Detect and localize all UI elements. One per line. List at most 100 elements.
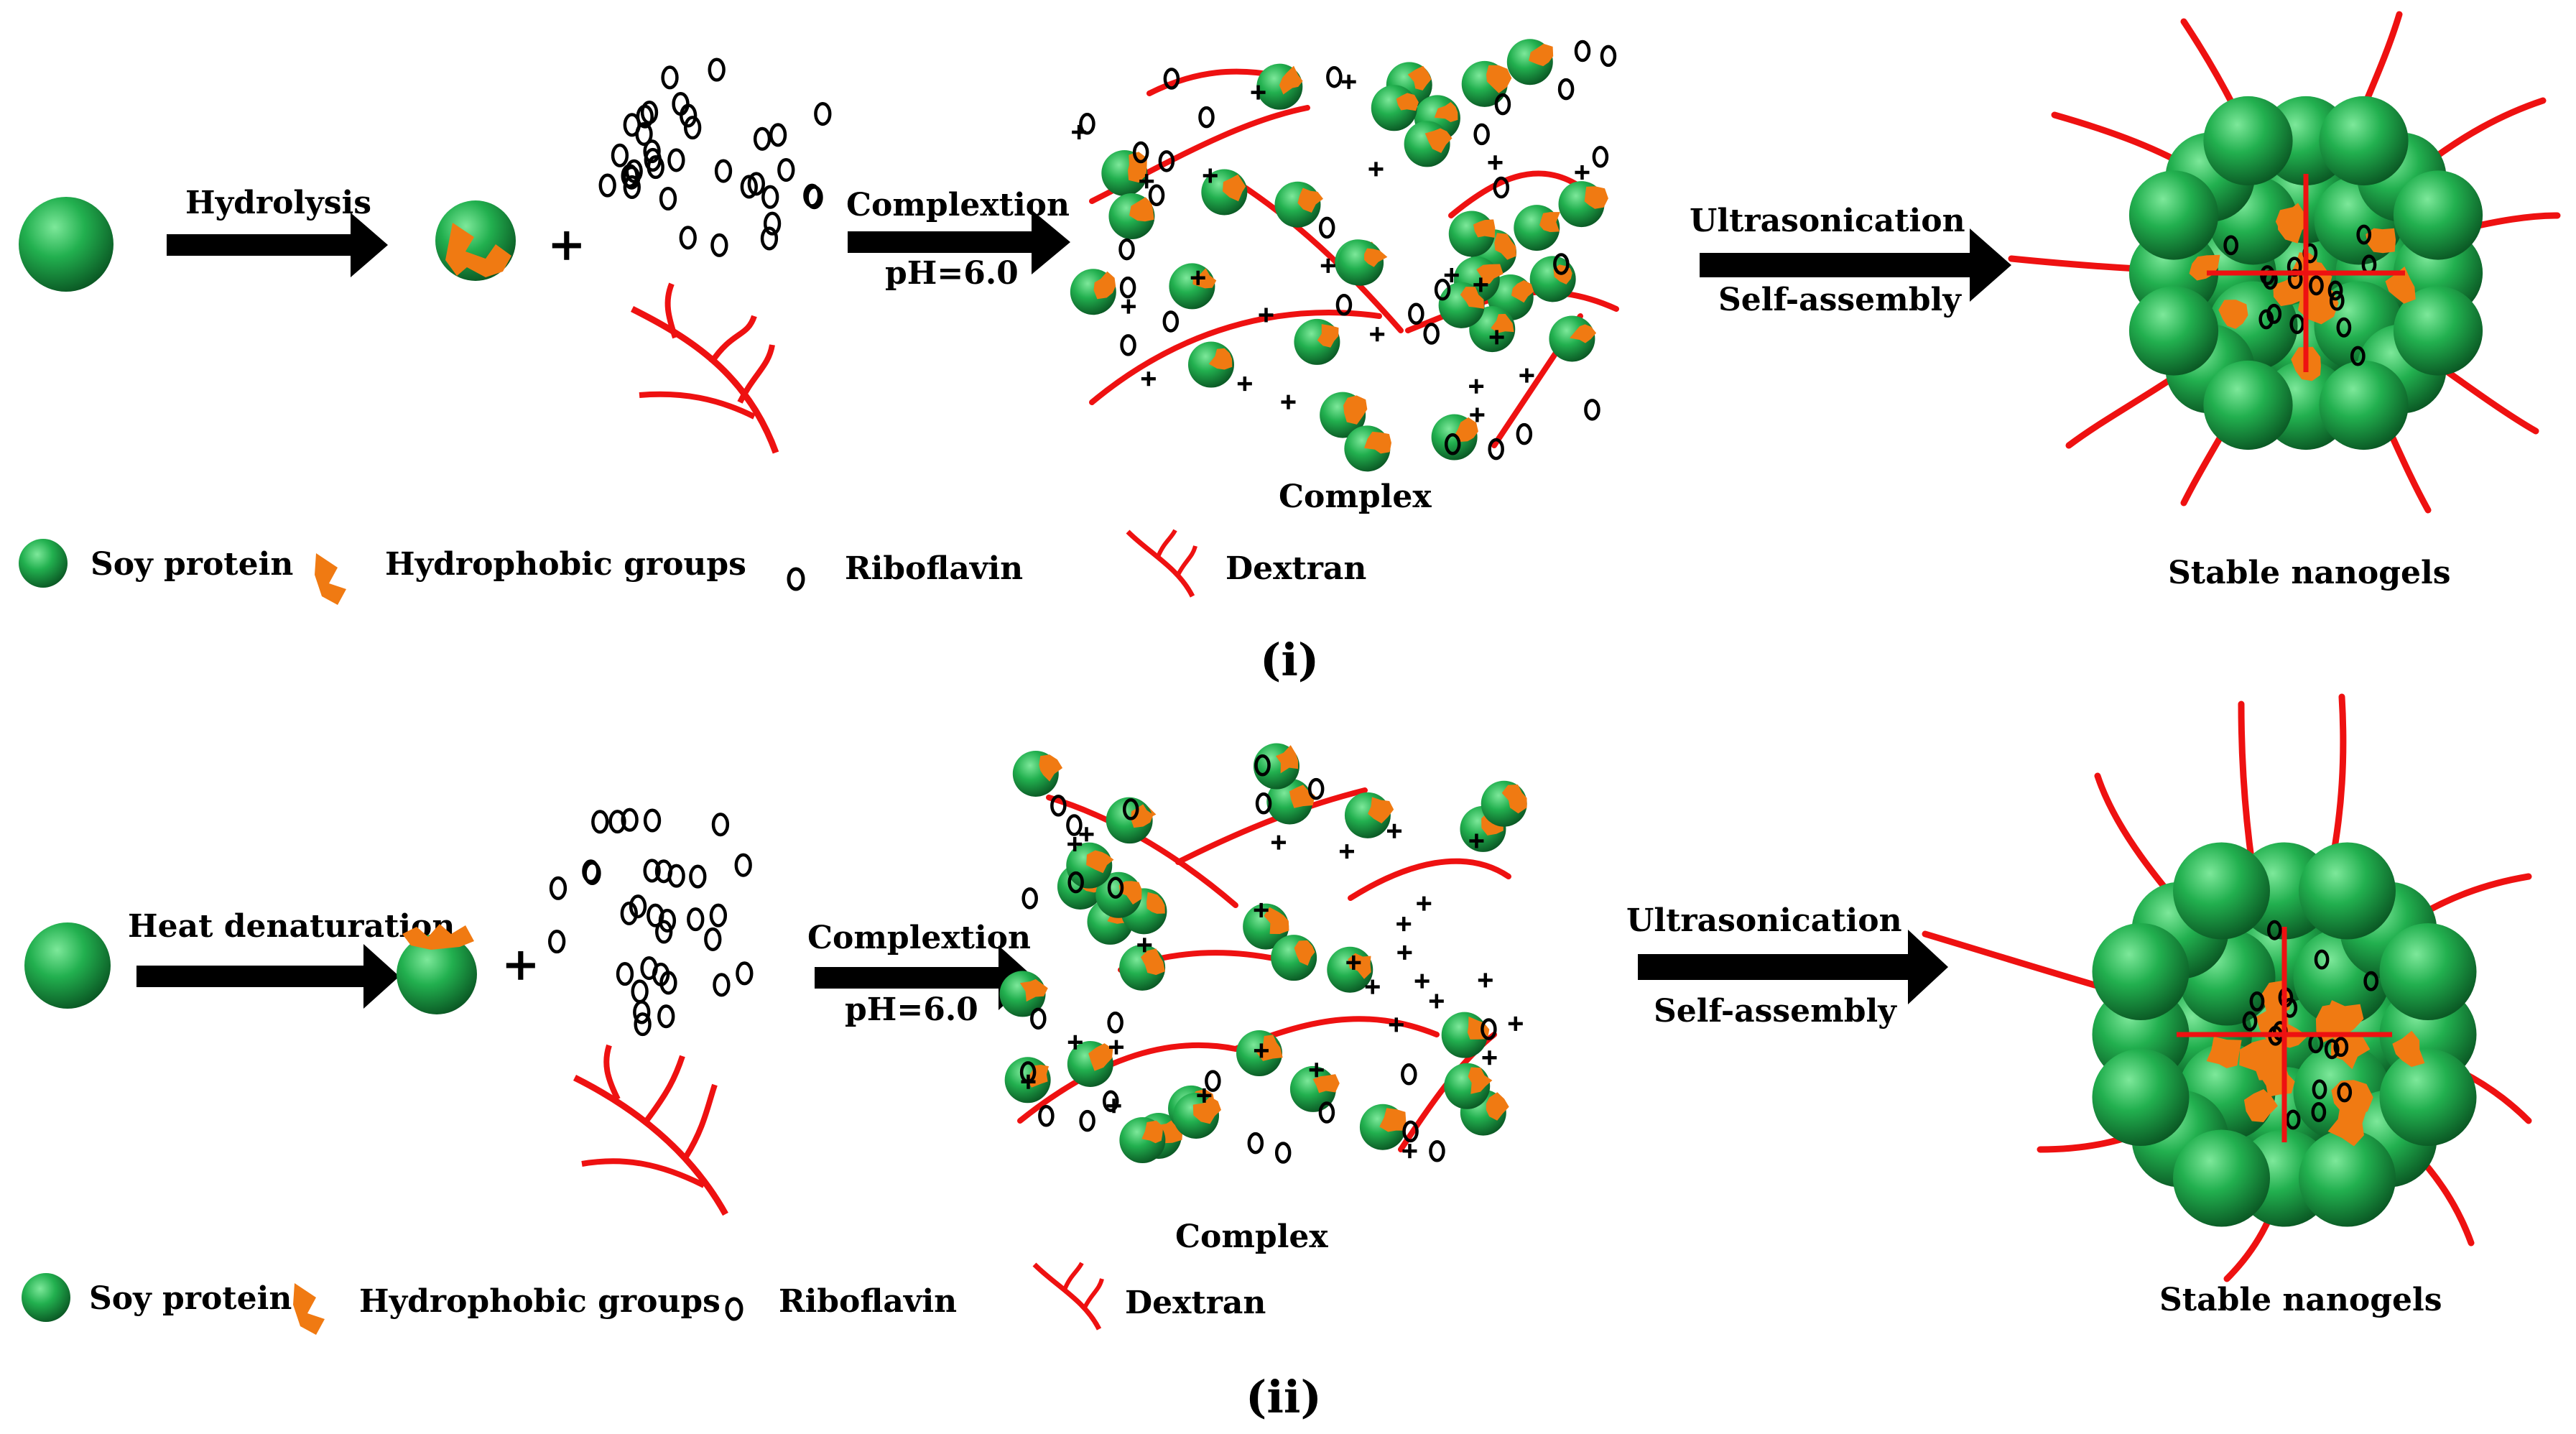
protein-sphere-icon (2203, 360, 2293, 450)
riboflavin-icon (1132, 141, 1149, 164)
riboflavin-icon (1402, 1120, 1419, 1143)
riboflavin-icon (672, 92, 690, 116)
riboflavin-icon (1444, 432, 1461, 455)
charge-plus-icon (1575, 165, 1590, 180)
riboflavin-icon (2324, 1039, 2340, 1060)
panel-i: Hydrolysis + Complextion pH=6.0 Complex … (19, 11, 2561, 686)
hydrophobic-group-icon (1491, 313, 1514, 333)
riboflavin-icon (687, 907, 705, 932)
riboflavin-icon (2336, 317, 2352, 338)
ultrasonication-arrow-icon (1638, 930, 1948, 1004)
legend-hydrophobic-icon (315, 553, 346, 605)
charge-plus-icon (1469, 379, 1484, 394)
riboflavin-icon (2266, 303, 2282, 324)
riboflavin-icon (1198, 106, 1215, 129)
riboflavin-icon (740, 175, 758, 199)
riboflavin-icon (1254, 754, 1271, 777)
riboflavin-icon (814, 101, 832, 126)
riboflavin-icon (1038, 1105, 1055, 1127)
riboflavin-icon (1493, 176, 1510, 199)
dextran-chain (1089, 310, 1382, 405)
legend-riboflavin-label: Riboflavin (779, 1283, 957, 1320)
riboflavin-icon (2242, 1011, 2258, 1032)
legend-riboflavin-label: Riboflavin (845, 550, 1023, 587)
protein-sphere-icon (2379, 923, 2477, 1020)
riboflavin-icon (1107, 1012, 1123, 1034)
dextran-icon (573, 1044, 728, 1216)
charge-plus-icon (1389, 1017, 1404, 1032)
hydrolysis-arrow-icon (167, 213, 388, 277)
charge-plus-icon (1259, 307, 1274, 323)
hydrophobic-group-icon (1407, 65, 1432, 91)
charge-plus-icon (1190, 270, 1205, 285)
riboflavin-icon (2327, 280, 2343, 301)
riboflavin-icon (643, 139, 661, 164)
riboflavin-icon (647, 903, 664, 928)
riboflavin-icon (1481, 1018, 1497, 1040)
riboflavin-icon (1103, 1090, 1119, 1112)
riboflavin-icon (598, 173, 616, 198)
hydrophobic-group-icon (1141, 948, 1165, 976)
riboflavin-icon (1408, 302, 1424, 325)
riboflavin-icon (634, 1012, 652, 1037)
riboflavin-icon (2266, 920, 2282, 940)
charge-plus-icon (1271, 835, 1286, 850)
riboflavin-icon (1307, 777, 1325, 800)
riboflavin-icon (704, 927, 722, 951)
hydrophobic-group-icon (1317, 324, 1339, 348)
charge-plus-icon (1370, 327, 1385, 342)
riboflavin-icon (1119, 276, 1136, 299)
riboflavin-icon (661, 65, 679, 90)
hydrophobic-group-icon (1223, 174, 1246, 202)
riboflavin-icon (1473, 123, 1490, 146)
riboflavin-icon (777, 157, 795, 182)
hydrophobic-group-icon (1019, 979, 1048, 1002)
hydrophobic-group-icon (1364, 248, 1388, 267)
riboflavin-icon (1079, 113, 1095, 135)
hydrophobic-group-icon (1529, 43, 1554, 67)
riboflavin-icon (2285, 1109, 2301, 1130)
riboflavin-icon (1163, 68, 1180, 90)
riboflavin-icon (2350, 346, 2366, 366)
riboflavin-icon (713, 973, 731, 997)
riboflavin-icon (1516, 422, 1533, 445)
protein-sphere-icon (2299, 1129, 2396, 1227)
hydrophobic-group-icon (1454, 417, 1478, 442)
riboflavin-icon (1107, 876, 1124, 899)
riboflavin-icon (625, 159, 643, 183)
dextran-chain (2177, 927, 2392, 1142)
hydrophobic-group-icon (2254, 1041, 2289, 1081)
legend-protein-label: Soy protein (91, 546, 293, 583)
heat-denaturation-arrow-icon (136, 944, 399, 1009)
riboflavin-icon (659, 186, 677, 211)
plus-sign-i: + (547, 218, 586, 272)
hydrophobic-group-icon (1476, 264, 1504, 285)
riboflavin-icon (655, 920, 673, 944)
charge-plus-icon (1339, 844, 1354, 859)
riboflavin-icon (1162, 310, 1180, 333)
hydrophobic-group-icon (1570, 324, 1597, 343)
legend-riboflavin-icon (725, 1297, 743, 1321)
riboflavin-icon (629, 894, 647, 919)
charge-plus-icon (1368, 162, 1384, 177)
charge-plus-icon (1254, 1043, 1269, 1058)
hydrophobic-group-icon (1128, 152, 1147, 183)
hydrophobic-group-icon (1118, 881, 1142, 905)
protein-sphere-icon (19, 197, 113, 292)
riboflavin-icon (643, 808, 662, 833)
riboflavin-icon (1494, 93, 1511, 116)
riboflavin-icon (760, 226, 779, 251)
riboflavin-icon (1434, 278, 1451, 301)
stable-nanogel-ii (1922, 693, 2532, 1282)
plus-sign-ii: + (501, 938, 540, 991)
complextion-label: Complextion (846, 187, 1070, 223)
dextran-chain (2207, 174, 2405, 372)
hydrophobic-group-icon (1473, 219, 1496, 238)
hydrophobic-group-icon (1501, 785, 1527, 814)
charge-plus-icon (1470, 407, 1485, 422)
charge-plus-icon (1320, 258, 1335, 273)
hydrophobic-group-icon (2288, 261, 2330, 295)
riboflavin-icon (608, 810, 626, 834)
charge-plus-icon (1402, 1144, 1417, 1159)
riboflavin-icon (1488, 438, 1504, 461)
